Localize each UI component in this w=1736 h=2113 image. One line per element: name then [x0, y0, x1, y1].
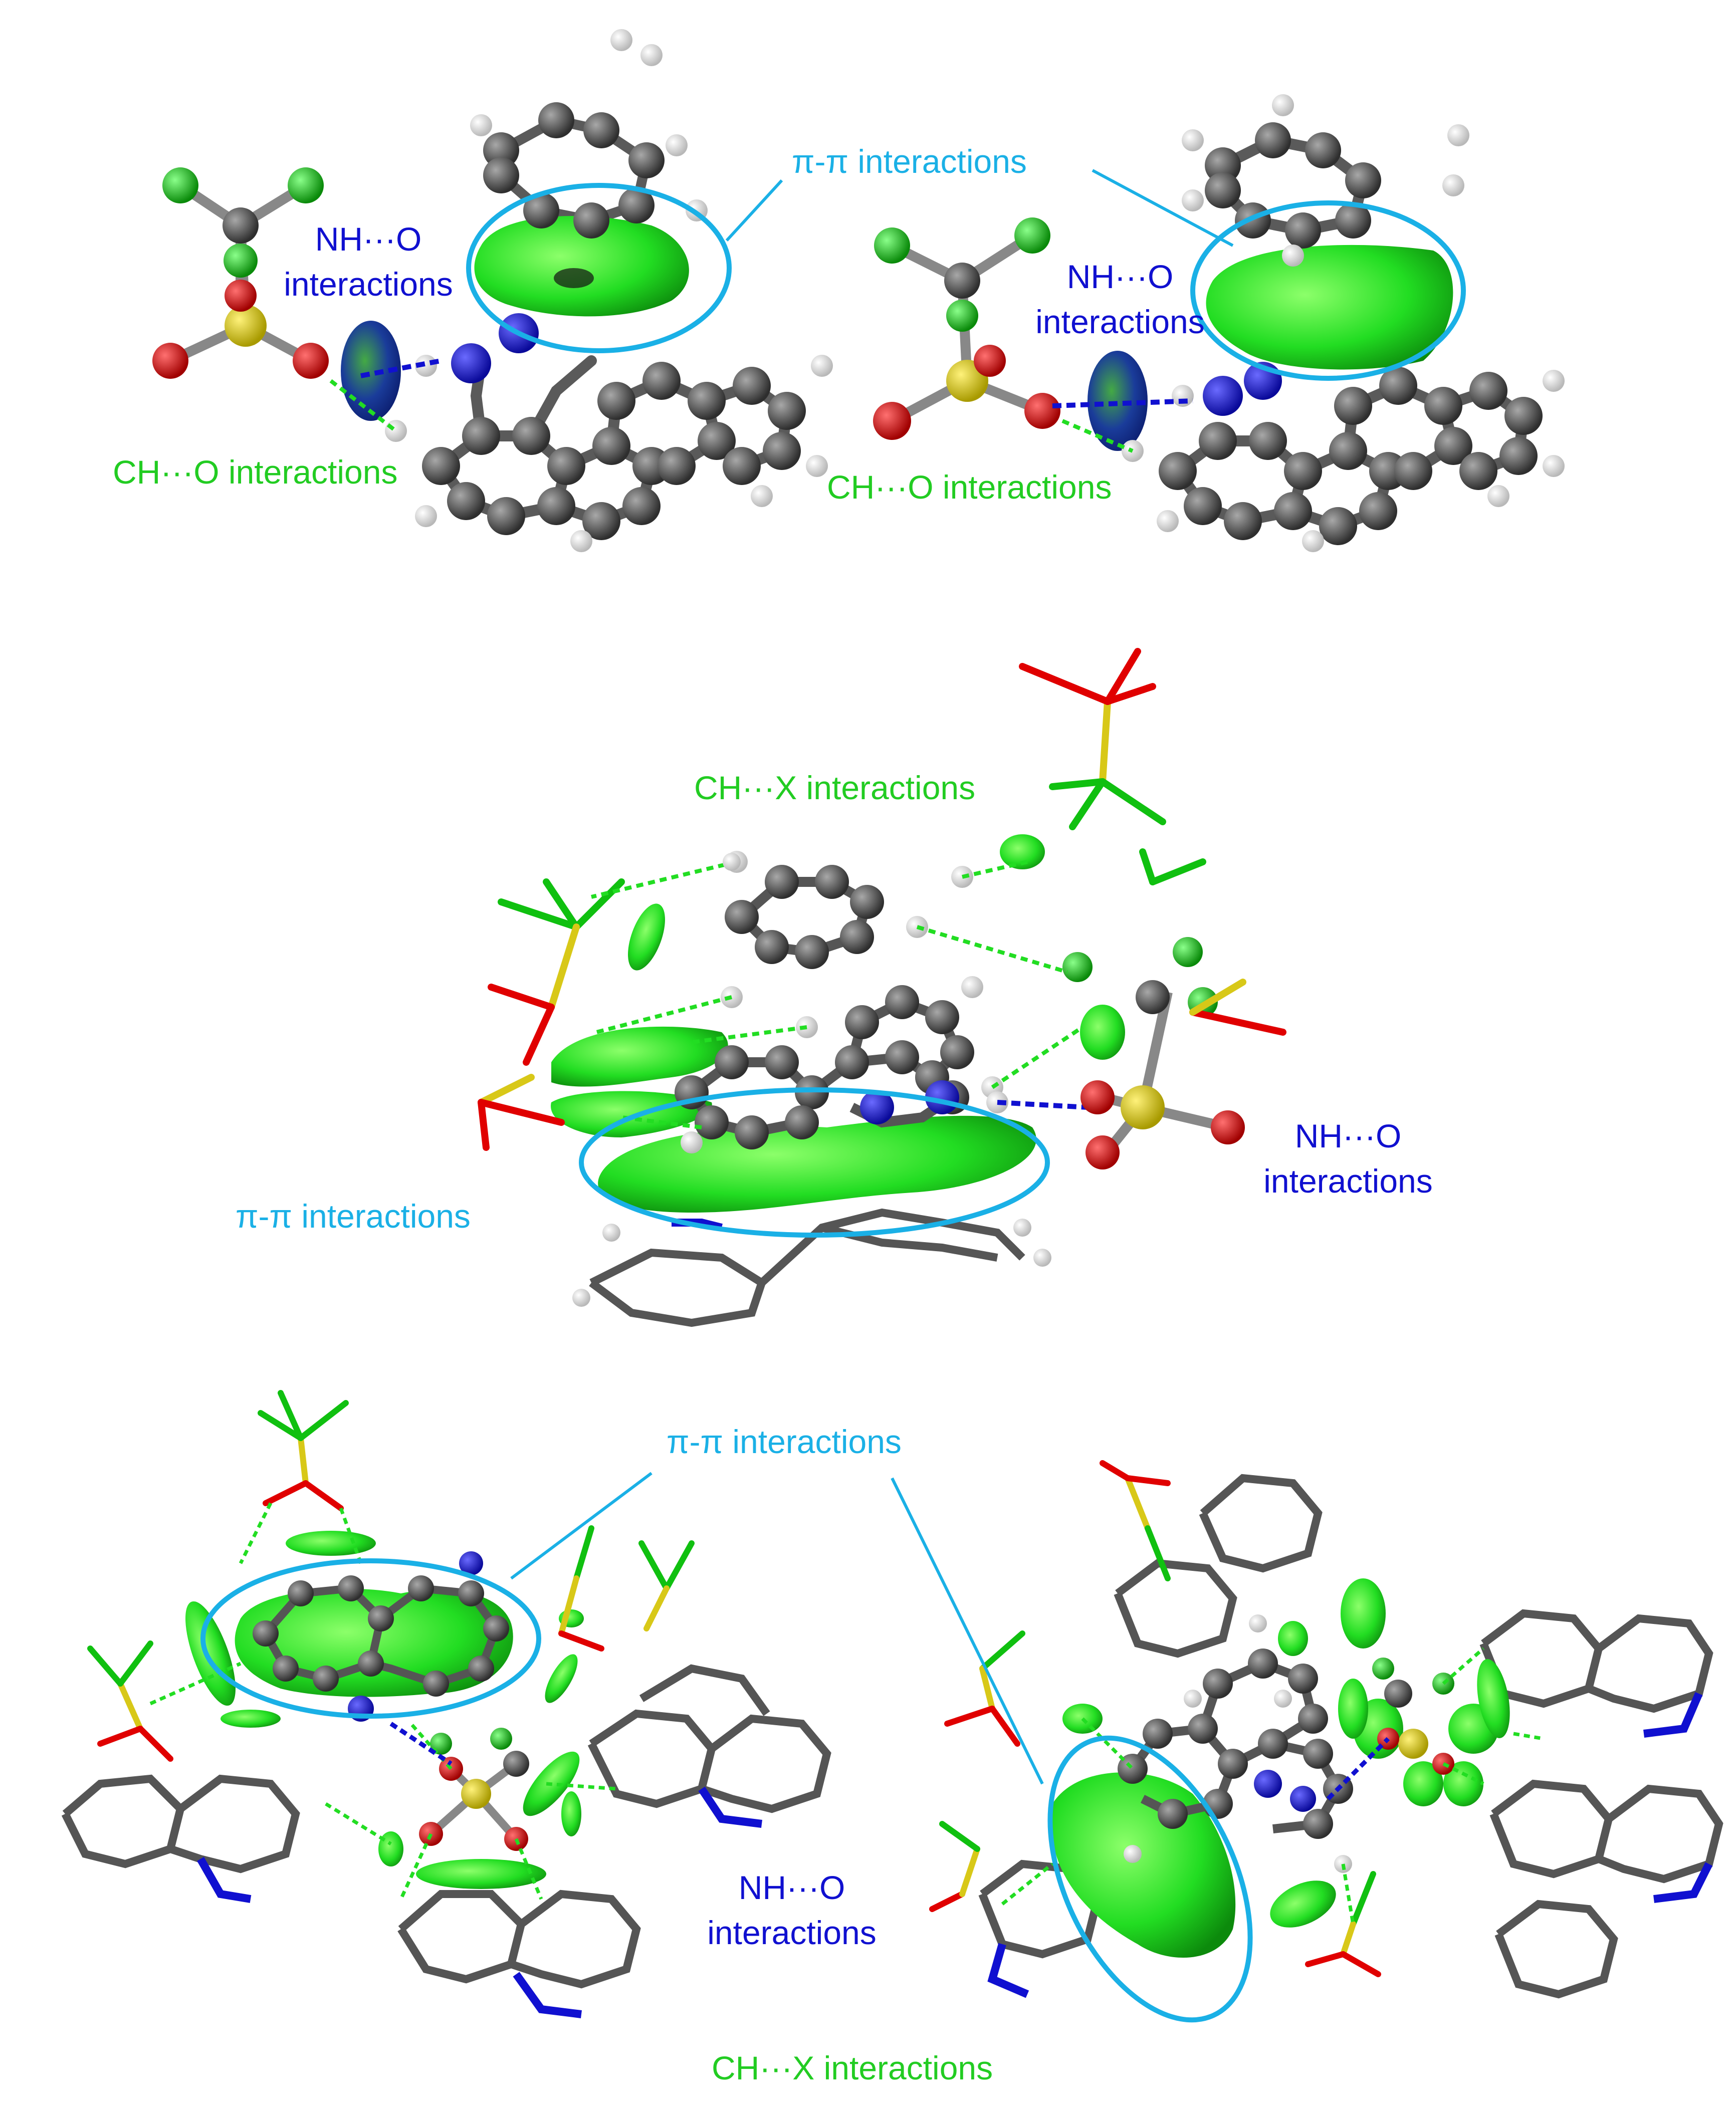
nho-label-panel3-l2: interactions — [707, 1914, 877, 1951]
nho-label-panel1-left-l2: interactions — [284, 266, 453, 303]
panel-bottom-right — [891, 1460, 1723, 2023]
panel-middle — [478, 648, 1286, 1327]
pipi-isosurface-1 — [474, 215, 689, 317]
pipi-isosurface-5 — [1051, 1772, 1236, 1958]
triflate-top-left — [152, 167, 329, 379]
pipi-isosurface-3 — [598, 1115, 1036, 1213]
pipi-callout-ellipse-1 — [466, 183, 732, 353]
cho-label-panel1-right: CH···O interactions — [827, 468, 1112, 506]
panel-top — [152, 29, 833, 552]
nho-label-panel2-l2: interactions — [1263, 1162, 1433, 1200]
chx-label-panel2: CH···X interactions — [694, 769, 975, 806]
pipi-callout-ellipse-5 — [1047, 1735, 1253, 2023]
labels: π-π interactions NH···O interactions CH·… — [113, 143, 1433, 2086]
pipi-label-panel2: π-π interactions — [236, 1198, 471, 1235]
nho-label-panel2-l1: NH···O — [1295, 1117, 1402, 1154]
pipi-isosurface-2 — [1206, 245, 1453, 370]
nho-isosurface-1 — [341, 321, 401, 421]
pipi-callout-ellipse-2 — [1190, 200, 1466, 381]
nho-label-panel1-left-l1: NH···O — [315, 220, 422, 258]
pipi-label-panel3: π-π interactions — [667, 1423, 902, 1460]
pipi-label-panel1: π-π interactions — [792, 143, 1027, 180]
nho-isosurface-2 — [1088, 351, 1148, 451]
pipi-callout-ellipse-4 — [200, 1558, 541, 1719]
cho-label-panel1-left: CH···O interactions — [113, 453, 397, 491]
nho-label-panel1-right-l2: interactions — [1035, 303, 1205, 340]
nho-label-panel1-right-l1: NH···O — [1067, 258, 1174, 295]
nho-label-panel3-l1: NH···O — [739, 1869, 845, 1906]
panel-bottom-left — [61, 1390, 831, 2018]
atoms-top-left — [385, 29, 833, 552]
panel-top-right — [873, 94, 1565, 552]
chx-label-panel3: CH···X interactions — [712, 2049, 993, 2086]
pipi-callout-ellipse-3 — [579, 1087, 1050, 1238]
